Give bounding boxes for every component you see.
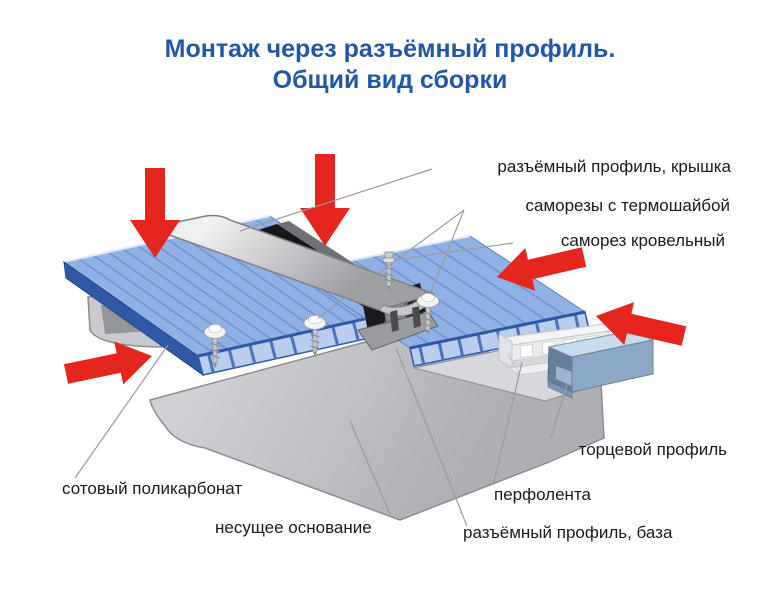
leader-end-profile	[550, 383, 568, 439]
label-support-base: несущее основание	[215, 518, 372, 537]
right-arrow-icon	[63, 341, 152, 385]
down-arrow-icon	[130, 168, 180, 258]
label-end-profile: торцевой профиль	[578, 440, 727, 459]
label-polycarbonate: сотовый поликарбонат	[62, 479, 243, 498]
page-title: Монтаж через разъёмный профиль. Общий ви…	[0, 34, 780, 96]
title-line-2: Общий вид сборки	[272, 66, 508, 94]
leader-base-profile	[395, 347, 468, 527]
leader-cover	[239, 168, 433, 232]
title-line-1: Монтаж через разъёмный профиль.	[164, 35, 616, 63]
label-roof-screw: саморез кровельный	[560, 231, 725, 250]
leader-thermo-screws	[317, 209, 465, 319]
label-perfo-tape: перфолента	[494, 485, 591, 504]
label-cover-profile: разъёмный профиль, крышка	[497, 157, 731, 176]
leader-lines	[74, 168, 568, 527]
down-arrow-icon	[300, 154, 350, 246]
thermo-washer-screw	[203, 324, 227, 368]
left-arrow-icon	[497, 247, 587, 291]
leader-polycarbonate	[74, 344, 169, 479]
leader-support-base	[349, 420, 391, 515]
label-thermo-screws: саморезы с термошайбой	[525, 196, 730, 215]
assembly-arrows	[63, 154, 687, 385]
label-base-profile: разъёмный профиль, база	[463, 523, 673, 542]
left-arrow-icon	[596, 302, 687, 346]
leader-perfo-tape	[493, 361, 523, 483]
roof-screw-graphic	[382, 251, 396, 291]
end-profile-graphic	[547, 330, 655, 399]
leader-roof-screw	[393, 242, 514, 261]
thermo-washer-screw	[416, 293, 440, 335]
